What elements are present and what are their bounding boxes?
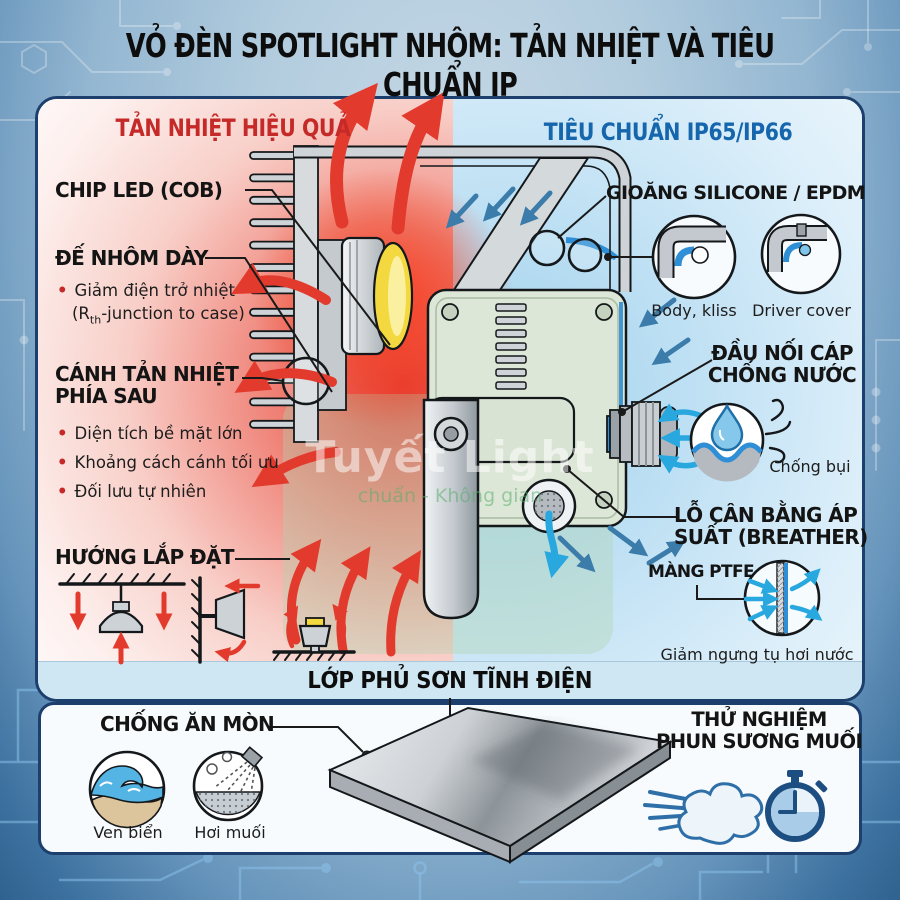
salt-mist-caption: Hơi muối [194, 823, 266, 842]
corrosion-resistance-label: CHỐNG ĂN MÒN [100, 712, 275, 736]
base-bullet-1: Giảm điện trở nhiệt [57, 281, 235, 300]
watermark-glow [283, 394, 613, 654]
rth-sub: th [89, 313, 102, 327]
rear-fins-label-line2: PHÍA SAU [55, 384, 158, 409]
rth-pre: (R [72, 304, 90, 323]
rth-post: -junction to case) [101, 304, 245, 323]
ip-section-heading: TIÊU CHUẨN IP65/IP66 [543, 118, 793, 146]
cable-gland-label-line2: CHỐNG NƯỚC [707, 363, 857, 388]
fins-bullet-2-text: Khoảng cách cánh tối ưu [74, 453, 279, 472]
condensation-caption: Giảm ngưng tụ hơi nước [660, 645, 854, 664]
base-bullet-1-text: Giảm điện trở nhiệt [74, 281, 235, 300]
mounting-orientation-label: HƯỚNG LẮP ĐẶT [55, 545, 235, 569]
ptfe-membrane-label: MÀNG PTFE [648, 562, 755, 582]
salt-spray-test-label-line1: THỬ NGHIỆM [691, 708, 827, 731]
aluminum-base-label: ĐẾ NHÔM DÀY [55, 246, 208, 270]
gasket-caption-body: Body, kliss [651, 301, 737, 320]
breather-label-line1: LỖ CÂN BẰNG ÁP [674, 503, 858, 527]
coastal-caption: Ven biển [93, 823, 163, 842]
coating-band: LỚP PHỦ SƠN TĨNH ĐIỆN [38, 661, 862, 699]
coating-band-title: LỚP PHỦ SƠN TĨNH ĐIỆN [307, 667, 593, 694]
gasket-label: GIOĂNG SILICONE / EPDM [606, 182, 866, 204]
cable-gland-label-line1: ĐẦU NỐI CÁP [711, 341, 853, 365]
fins-bullet-3: Đối lưu tự nhiên [57, 482, 207, 501]
page-title: VỎ ĐÈN SPOTLIGHT NHÔM: TẢN NHIỆT VÀ TIÊU… [125, 26, 775, 104]
fins-bullet-1: Diện tích bề mặt lớn [57, 424, 243, 443]
chip-led-label: CHIP LED (COB) [55, 178, 223, 202]
salt-spray-test-label-line2: PHUN SƯƠNG MUỐI [656, 729, 863, 753]
breather-label-line2: SUẤT (BREATHER) [674, 525, 868, 550]
fins-bullet-1-text: Diện tích bề mặt lớn [74, 424, 243, 443]
gasket-caption-driver: Driver cover [752, 301, 851, 320]
fins-bullet-3-text: Đối lưu tự nhiên [74, 482, 207, 501]
dustproof-caption: Chống bụi [769, 457, 851, 476]
fins-bullet-2: Khoảng cách cánh tối ưu [57, 453, 279, 472]
heat-section-heading: TẢN NHIỆT HIỆU QUẢ [115, 114, 351, 142]
base-bullet-1-line2: (Rth-junction to case) [72, 304, 245, 326]
rear-fins-label-line1: CÁNH TẢN NHIỆT [55, 362, 239, 386]
